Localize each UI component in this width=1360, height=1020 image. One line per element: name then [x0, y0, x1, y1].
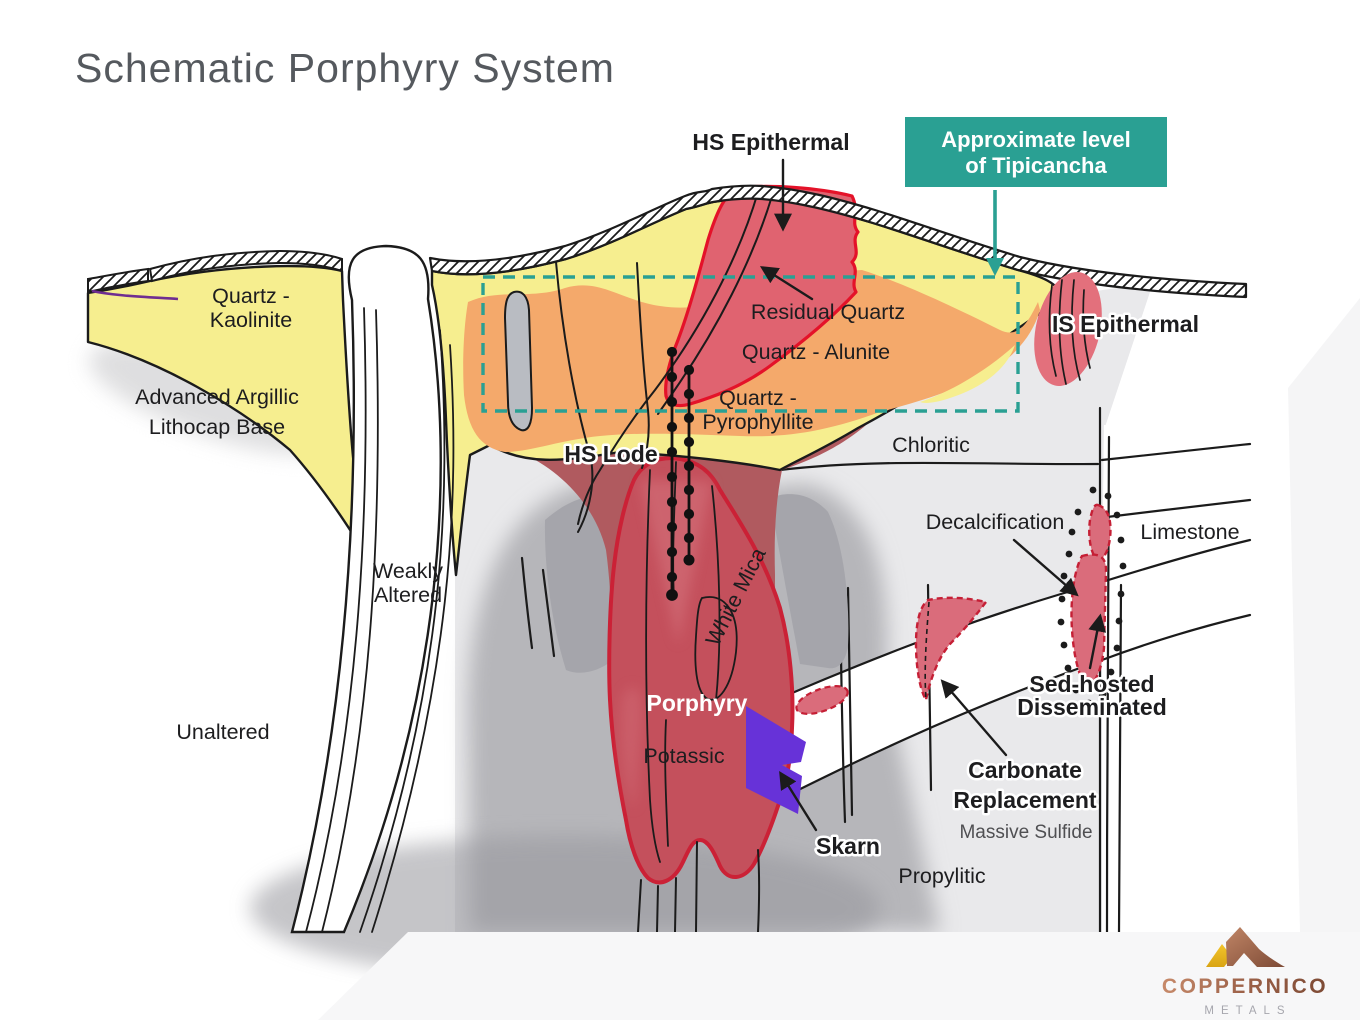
background-shade-right — [1288, 298, 1360, 932]
decalcification-label: Decalcification — [926, 510, 1065, 534]
skarn-label: Skarn — [816, 833, 880, 859]
potassic-label: Potassic — [643, 744, 725, 768]
coppernico-logo: COPPERNICO METALS — [1162, 927, 1328, 1017]
logo-mountain-gold-icon — [1206, 944, 1232, 967]
label-arrows — [759, 158, 1107, 832]
chloritic-label: Chloritic — [892, 433, 970, 457]
zone-labels: HS Epithermal Quartz - Kaolinite Advance… — [135, 127, 1239, 889]
limestone-bed — [748, 540, 1250, 815]
advanced-argillic-label-2: Lithocap Base — [149, 415, 285, 439]
porphyry-core — [468, 412, 880, 933]
page-title: Schematic Porphyry System — [75, 45, 615, 91]
residual-quartz-arrow — [759, 266, 814, 301]
background-shade-bottom — [318, 932, 1360, 1020]
quartz-alunite-label: Quartz - Alunite — [742, 340, 890, 364]
quartz-pyrophyllite-label-2: Pyrophyllite — [702, 410, 813, 434]
logo-mountain-copper-icon — [1226, 927, 1285, 967]
quartz-kaolinite-label-2: Kaolinite — [210, 308, 292, 332]
dike-internal-lines — [305, 307, 455, 933]
carbonate-label-2: Replacement — [953, 787, 1097, 813]
tipicancha-label-line1: Approximate level — [941, 127, 1131, 152]
hs-lode-strings — [666, 346, 695, 601]
surface — [87, 184, 1248, 934]
propylitic-label: Propylitic — [898, 864, 985, 888]
logo-name: COPPERNICO — [1162, 975, 1328, 998]
advanced-argillic-label-1: Advanced Argillic — [135, 385, 299, 409]
weakly-altered-label-2: Altered — [374, 583, 442, 607]
quartz-pyrophyllite-label-1: Quartz - — [719, 386, 797, 410]
porphyry-label: Porphyry — [647, 690, 748, 716]
tipicancha-label-line2: of Tipicancha — [965, 153, 1107, 178]
carbonate-fault-trace — [924, 601, 930, 701]
carbonate-label-1: Carbonate — [968, 757, 1082, 783]
limestone-label: Limestone — [1140, 520, 1239, 544]
tipicancha-outline-box — [481, 275, 1020, 413]
lode-faults — [555, 191, 773, 533]
lode-dots — [666, 346, 695, 601]
tipicancha-annotation: Approximate level of Tipicancha — [481, 117, 1167, 413]
hatch-band-hill — [148, 249, 343, 283]
grey-wedge-left — [544, 495, 613, 673]
hs-epithermal-zone — [555, 184, 860, 533]
decalcification-arrow — [1012, 538, 1079, 597]
weakly-altered-dike — [290, 244, 442, 934]
sed-hosted-arrow — [1088, 613, 1107, 670]
bed-lens-body — [795, 685, 849, 715]
tipicancha-label-box — [905, 117, 1167, 187]
logo-subtitle: METALS — [1204, 1005, 1291, 1017]
residual-quartz-label: Residual Quartz — [751, 300, 905, 324]
decalcification-body-upper — [1088, 503, 1112, 561]
massive-sulfide-label: Massive Sulfide — [959, 822, 1092, 843]
sub-porphyry-faults — [637, 841, 761, 933]
unaltered-label: Unaltered — [176, 720, 269, 744]
hatch-band-main — [428, 184, 1248, 299]
sed-hosted-label-2: Disseminated — [1017, 694, 1167, 720]
grey-sliver — [503, 290, 534, 432]
hs-epithermal-label: HS Epithermal — [692, 129, 849, 155]
skarn-arrow — [779, 770, 818, 832]
hs-lode-label: HS Lode — [564, 441, 657, 467]
grey-wedge-right — [770, 494, 849, 669]
is-epithermal-label: IS Epithermal — [1052, 311, 1199, 337]
tipicancha-arrowhead — [986, 258, 1004, 276]
weakly-altered-label-1: Weakly — [373, 559, 443, 583]
porphyry-inner-light — [640, 480, 712, 645]
is-epithermal-zone — [1034, 272, 1102, 386]
is-epithermal-veins — [1048, 279, 1091, 385]
hatch-band-far-left — [87, 267, 149, 294]
carbonate-replacement-body — [914, 596, 989, 704]
sed-hosted-label-1: Sed-hosted — [1029, 671, 1154, 697]
quartz-kaolinite-label-1: Quartz - — [212, 284, 290, 308]
purple-seam — [91, 289, 179, 301]
carbonate-arrow — [940, 679, 1008, 757]
porphyry-inner-light2 — [620, 686, 643, 810]
